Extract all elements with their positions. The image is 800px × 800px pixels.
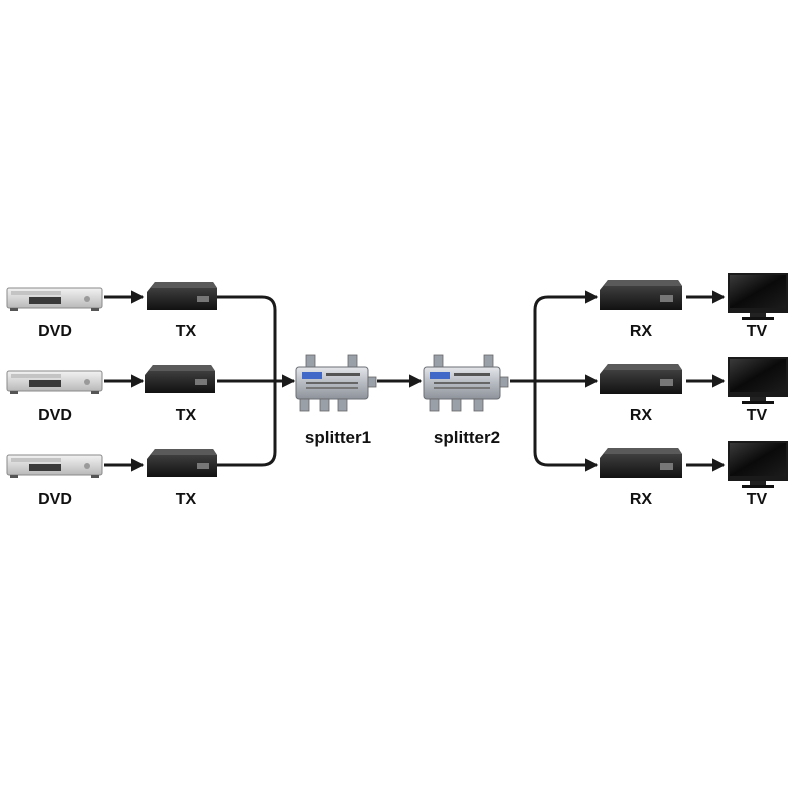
splitter-1 — [295, 354, 377, 412]
rx-label-1: RX — [630, 323, 653, 340]
tx-label-1: TX — [176, 323, 197, 340]
dvd-player-2 — [6, 370, 103, 394]
dvd-label-1: DVD — [38, 323, 72, 340]
line-tx1-splitter1 — [217, 295, 277, 381]
tv-3 — [728, 441, 788, 488]
rx-receiver-3 — [600, 448, 682, 478]
dvd-label-3: DVD — [38, 491, 72, 508]
tv-label-2: TV — [747, 407, 768, 424]
tv-1 — [728, 273, 788, 320]
tx-transmitter-2 — [145, 365, 215, 393]
tv-2 — [728, 357, 788, 404]
tx-label-2: TX — [176, 407, 197, 424]
rx-label-2: RX — [630, 407, 653, 424]
dvd-player-1 — [6, 287, 103, 311]
tv-label-3: TV — [747, 491, 768, 508]
rx-label-3: RX — [630, 491, 653, 508]
splitter1-label: splitter1 — [305, 428, 371, 447]
arrow-splitter2-rx1 — [533, 290, 599, 381]
splitter2-label: splitter2 — [434, 428, 500, 447]
rx-receiver-2 — [600, 364, 682, 394]
tx-transmitter-1 — [147, 282, 217, 310]
arrow-splitter2-rx3 — [533, 381, 599, 472]
dvd-label-2: DVD — [38, 407, 72, 424]
tx-label-3: TX — [176, 491, 197, 508]
line-tx3-splitter1 — [217, 381, 277, 467]
splitter-2 — [423, 354, 509, 412]
labels: DVD DVD DVD TX TX TX splitter1 splitter2… — [38, 323, 767, 508]
tx-transmitter-3 — [147, 449, 217, 477]
dvd-player-3 — [6, 454, 103, 478]
rx-receiver-1 — [600, 280, 682, 310]
connector-lines — [104, 290, 726, 472]
tv-label-1: TV — [747, 323, 768, 340]
